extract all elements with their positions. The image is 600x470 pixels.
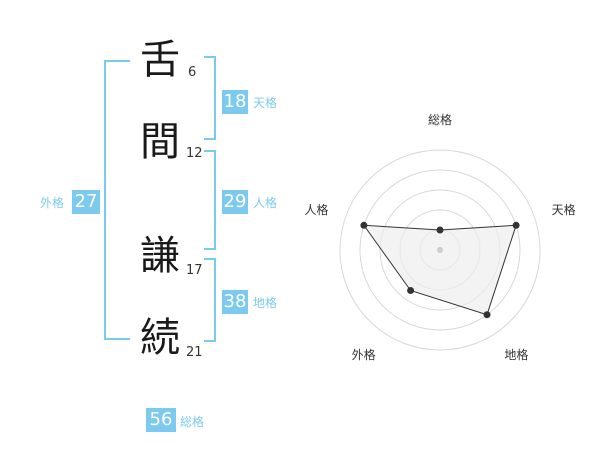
gaikaku-score: 27 — [72, 190, 100, 214]
chikaku-label: 地格 — [253, 296, 278, 310]
radar-axis-label: 外格 — [352, 347, 376, 362]
chikaku-bracket — [204, 258, 216, 342]
radar-point — [436, 226, 444, 234]
tenkaku-label: 天格 — [253, 96, 278, 110]
radar-axis-label: 地格 — [504, 347, 528, 362]
radar-point — [407, 287, 415, 294]
stroke-count-3: 17 — [186, 263, 203, 278]
jinkaku-score: 29 — [222, 190, 248, 214]
stroke-count-4: 21 — [186, 345, 203, 360]
radar-axis-label: 人格 — [304, 202, 328, 217]
radar-ring — [339, 149, 541, 351]
tenkaku-bracket — [204, 56, 216, 140]
name-char-4: 続 — [140, 315, 180, 361]
soukaku-score: 56 — [146, 408, 176, 432]
soukaku-label: 総格 — [180, 415, 205, 429]
radar-ring — [359, 169, 521, 331]
radar-area — [362, 224, 517, 316]
tenkaku-score: 18 — [222, 90, 248, 114]
name-char-2: 間 — [140, 119, 180, 165]
radar-point — [512, 221, 520, 229]
name-char-1: 舌 — [140, 37, 180, 83]
radar-axis-label: 総格 — [428, 112, 452, 127]
stroke-count-2: 12 — [186, 146, 203, 161]
jinkaku-label: 人格 — [253, 196, 278, 210]
gaikaku-label: 外格 — [40, 196, 65, 210]
name-char-3: 謙 — [140, 233, 180, 279]
radar-center-dot — [437, 247, 443, 253]
stroke-count-1: 6 — [188, 65, 197, 80]
chikaku-score: 38 — [222, 290, 248, 314]
radar-point — [360, 221, 368, 229]
gaikaku-bracket — [104, 60, 130, 340]
radar-point — [483, 311, 491, 319]
jinkaku-bracket — [204, 150, 216, 250]
radar-axis-label: 天格 — [552, 202, 576, 217]
